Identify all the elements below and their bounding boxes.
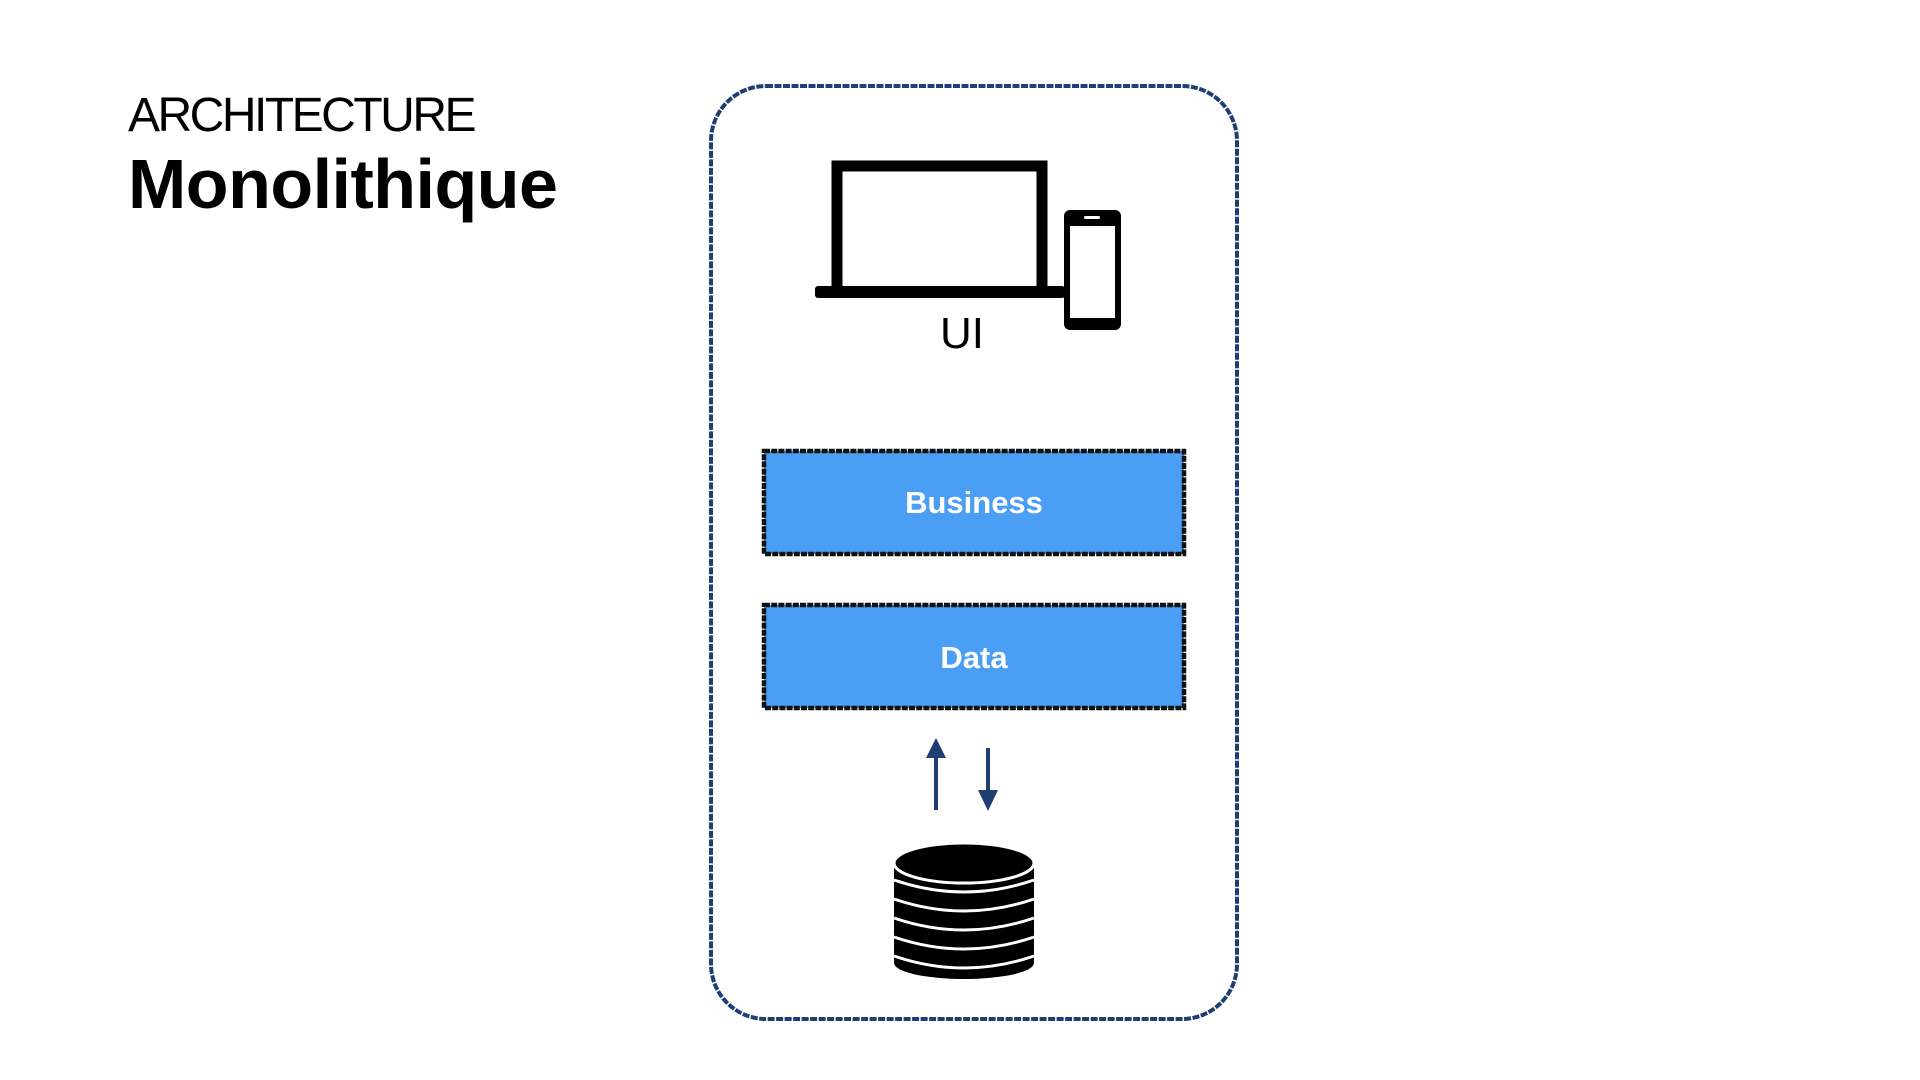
arrow-up-icon [926, 738, 946, 810]
data-layer: Data [761, 602, 1187, 711]
slide-subtitle: ARCHITECTURE [128, 89, 477, 142]
monolith-container [709, 84, 1239, 1021]
data-label: Data [940, 640, 1008, 675]
laptop-icon [815, 160, 1065, 298]
database-icon [892, 841, 1036, 979]
slide-title: Monolithique [128, 145, 558, 223]
smartphone-icon [1064, 210, 1121, 330]
slide-heading: ARCHITECTURE Monolithique [128, 88, 558, 224]
business-layer: Business [761, 448, 1187, 557]
ui-label: UI [940, 309, 984, 358]
business-label: Business [905, 485, 1043, 520]
arrow-down-icon [978, 748, 998, 811]
